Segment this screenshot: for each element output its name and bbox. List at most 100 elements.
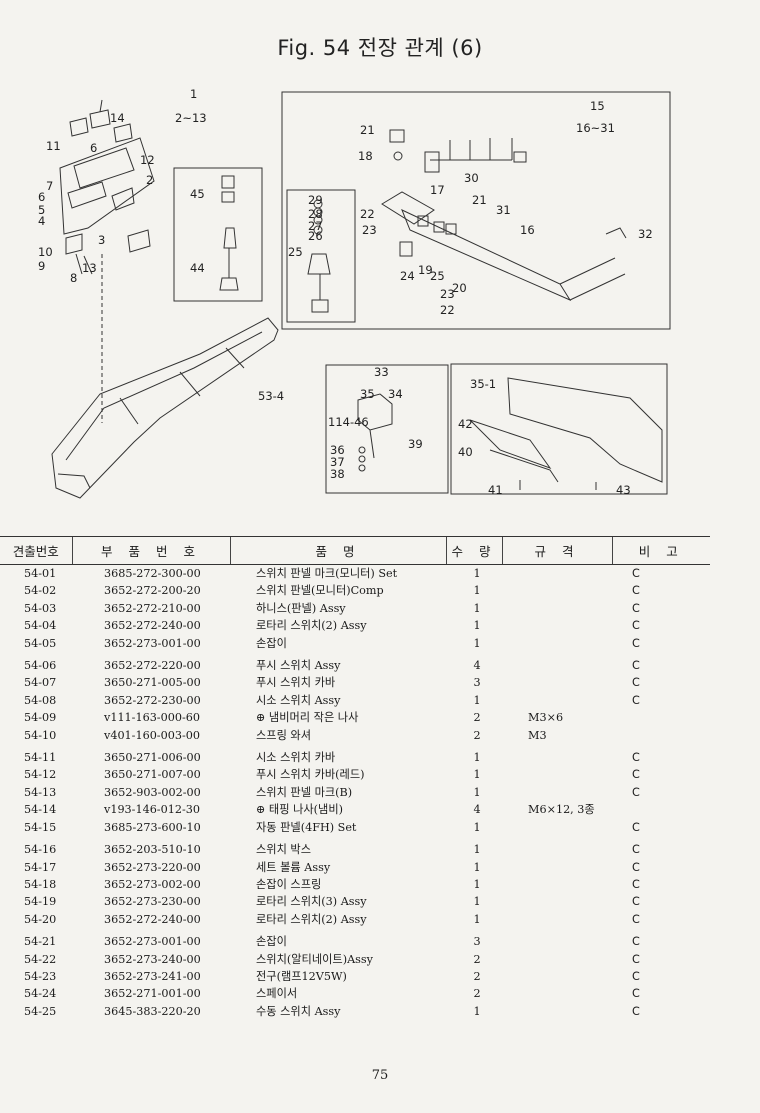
cell-quantity: 1 [473, 820, 481, 834]
cell-index-no: 54-11 [24, 751, 57, 765]
cell-remarks: C [632, 952, 640, 966]
cell-remarks: C [632, 659, 640, 673]
cell-part-name: 스프링 와셔 [256, 728, 312, 742]
callout-label: 28 [308, 207, 323, 221]
cell-part-number: 3652-271-001-00 [104, 987, 201, 1001]
cell-remarks: C [632, 768, 640, 782]
table-header-row: 견출번호 부 품 번 호 품 명 수 량 규 격 비 고 [0, 536, 710, 565]
cell-part-name: 로타리 스위치(3) Assy [256, 895, 367, 909]
callout-label: 2~13 [175, 111, 207, 125]
callout-label: 33 [374, 365, 389, 379]
cell-quantity: 1 [473, 912, 481, 926]
cell-part-number: 3652-273-240-00 [104, 952, 201, 966]
cell-index-no: 54-13 [24, 785, 57, 799]
cell-part-name: 스위치(알티네이트)Assy [256, 952, 373, 966]
cell-index-no: 54-06 [24, 659, 57, 673]
header-part-name: 품 명 [229, 536, 446, 565]
cell-part-name: 스위치 판넬 마크(B) [256, 785, 353, 799]
cell-spec [502, 766, 612, 783]
cell-part-number: v401-160-003-00 [104, 728, 200, 742]
cell-part-name: 스위치 판넬(모니터)Comp [256, 584, 384, 598]
callout-label: 26 [308, 229, 323, 243]
cell-quantity: 1 [473, 785, 481, 799]
cell-quantity: 1 [473, 860, 481, 874]
frame-switch [173, 167, 263, 302]
cell-spec [502, 674, 612, 691]
cell-part-number: 3645-383-220-20 [104, 1004, 201, 1018]
callout-label: 1 [190, 87, 197, 101]
header-remarks: 비 고 [611, 536, 710, 565]
header-index-no: 견출번호 [0, 536, 72, 565]
callout-label: 30 [464, 171, 479, 185]
callout-label: 4 [38, 214, 45, 228]
cell-index-no: 54-22 [24, 952, 57, 966]
header-spec: 규 격 [501, 536, 612, 565]
callout-label: 24 [400, 269, 415, 283]
callout-label: 19 [418, 263, 433, 277]
callout-label: 41 [488, 483, 503, 497]
cell-quantity: 2 [473, 987, 481, 1001]
cell-quantity: 3 [473, 676, 481, 690]
cell-spec [502, 692, 612, 709]
cell-spec [502, 985, 612, 1002]
cell-quantity: 2 [473, 711, 481, 725]
cell-index-no: 54-18 [24, 877, 57, 891]
cell-spec [502, 836, 612, 858]
diagram-svg: 1412~131161227654310981345441516~3121181… [38, 87, 671, 499]
cell-remarks: C [632, 636, 640, 650]
frame-knob [286, 189, 356, 323]
callout-label: 6 [90, 141, 97, 155]
cell-index-no: 54-24 [24, 987, 57, 1001]
cell-part-name: 손잡이 스프링 [256, 877, 322, 891]
cell-quantity: 1 [473, 601, 481, 615]
cell-index-no: 54-17 [24, 860, 57, 874]
cell-index-no: 54-10 [24, 728, 57, 742]
cell-part-number: 3652-273-001-00 [104, 935, 201, 949]
cell-quantity: 1 [473, 619, 481, 633]
cell-part-name: 스위치 박스 [256, 843, 312, 857]
cell-part-name: 시소 스위치 Assy [256, 693, 341, 707]
callout-label: 31 [496, 203, 511, 217]
cell-remarks: C [632, 619, 640, 633]
callout-label: 42 [458, 417, 473, 431]
callout-label: 37 [330, 455, 345, 469]
cell-index-no: 54-14 [24, 803, 57, 817]
cell-spec [502, 819, 612, 836]
cell-remarks: C [632, 1004, 640, 1018]
callout-label: 6 [38, 190, 45, 204]
frame-detail-b [450, 363, 668, 495]
cell-part-name: 손잡이 [256, 636, 287, 650]
cell-remarks: C [632, 860, 640, 874]
cell-quantity: 1 [473, 895, 481, 909]
cell-spec [502, 617, 612, 634]
cell-remarks [612, 709, 710, 726]
cell-part-number: 3652-272-230-00 [104, 693, 201, 707]
cell-index-no: 54-16 [24, 843, 57, 857]
cell-remarks: C [632, 895, 640, 909]
cell-part-name: 푸시 스위치 Assy [256, 659, 341, 673]
cell-spec [502, 876, 612, 893]
cell-index-no: 54-07 [24, 676, 57, 690]
cell-part-number: 3652-273-220-00 [104, 860, 201, 874]
cell-index-no: 54-20 [24, 912, 57, 926]
cell-part-name: 수동 스위치 Assy [256, 1004, 341, 1018]
callout-label: 5 [38, 203, 45, 217]
callout-label: 3 [98, 233, 105, 247]
callout-label: 25 [430, 269, 445, 283]
cell-part-number: 3652-272-200-20 [104, 584, 201, 598]
